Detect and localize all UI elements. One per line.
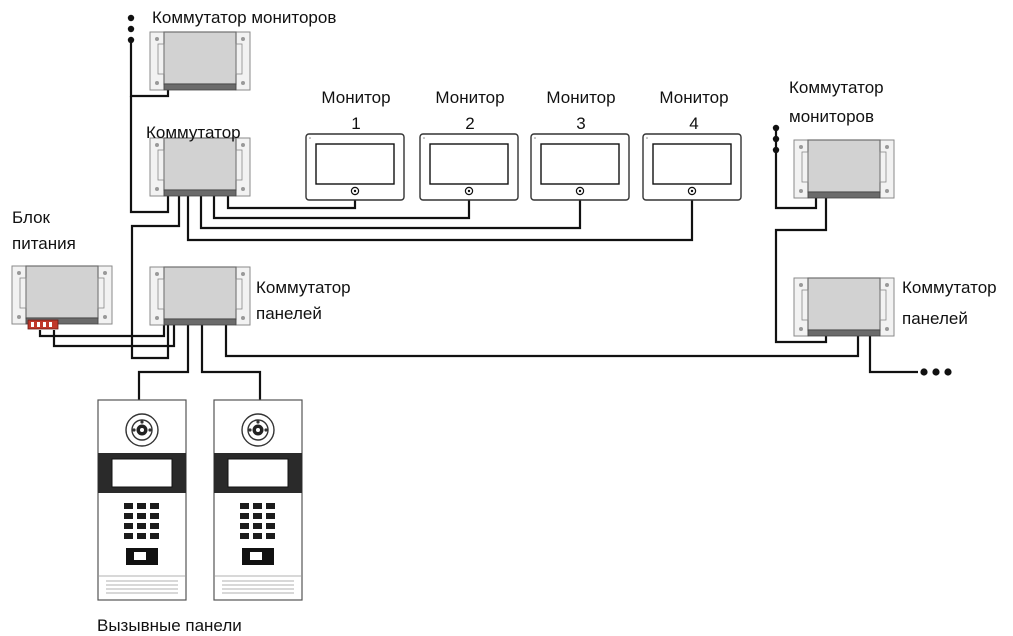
wire-monitor-4 [186, 196, 694, 242]
wire-monitor-3 [199, 196, 582, 230]
monitor-2-title: Монитор [435, 88, 504, 107]
wire-monitor-1 [226, 196, 357, 210]
label-panel-switch-left-1: Коммутатор [256, 278, 351, 297]
monitor-1-title: Монитор [321, 88, 390, 107]
call-panel-2 [213, 399, 303, 601]
monitor-3-title: Монитор [546, 88, 615, 107]
monitor-switch-middle [149, 137, 251, 197]
wire-psu-a [38, 325, 166, 338]
monitor-switch-top [149, 31, 251, 91]
wire-continuation [868, 336, 918, 374]
wire-mid-to-panel-switch [130, 196, 181, 360]
monitor-3-number: 3 [576, 114, 585, 133]
monitor-1-number: 1 [351, 114, 360, 133]
monitor-2-number: 2 [465, 114, 474, 133]
wire-call-panel-2 [200, 325, 262, 400]
panel-switch-left [149, 266, 251, 326]
label-panel-switch-right-2: панелей [902, 309, 968, 328]
call-panel-1 [97, 399, 187, 601]
label-power-1: Блок [12, 208, 51, 227]
wire-psu-b [52, 325, 176, 348]
continuation-dots [127, 14, 952, 376]
label-panel-switch-right-1: Коммутатор [902, 278, 997, 297]
power-supply [11, 265, 113, 330]
label-monitor-switch-right-2: мониторов [789, 107, 874, 126]
wire-call-panel-1 [137, 325, 190, 400]
monitor-2 [419, 133, 519, 201]
monitor-3 [530, 133, 630, 201]
monitor-4-number: 4 [689, 114, 698, 133]
monitor-4 [642, 133, 742, 201]
monitor-4-title: Монитор [659, 88, 728, 107]
wire-bus-right [224, 325, 860, 358]
monitor-labels: Монитор 1 Монитор 2 Монитор 3 Монитор 4 [321, 88, 728, 133]
wire-right-monitor-to-panel [774, 128, 818, 210]
monitor-switch-right [793, 139, 895, 199]
label-call-panels: Вызывные панели [97, 616, 242, 635]
wire-top-to-mid-switch [129, 96, 170, 214]
wires [38, 40, 918, 400]
label-monitor-switch-right-1: Коммутатор [789, 78, 884, 97]
wire-top-switch-chain [129, 40, 170, 98]
wire-right-switch-link [774, 198, 828, 344]
label-panel-switch-left-2: панелей [256, 304, 322, 323]
label-monitor-switch-top: Коммутатор мониторов [152, 8, 336, 27]
wire-monitor-2 [212, 196, 471, 220]
panel-switch-right [793, 277, 895, 337]
label-power-2: питания [12, 234, 76, 253]
label-monitor-switch-mid: Коммутатор [146, 123, 241, 142]
monitor-1 [305, 133, 405, 201]
